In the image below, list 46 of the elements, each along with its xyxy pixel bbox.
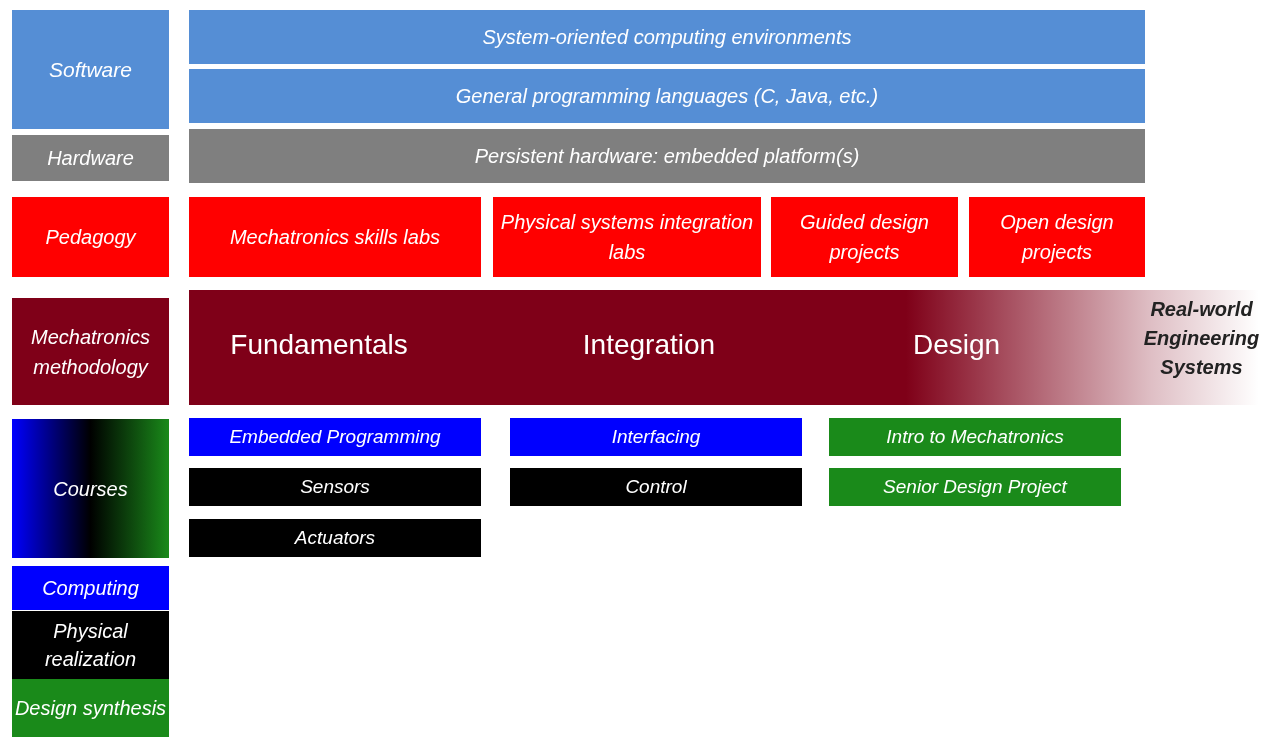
legend-text: Computing [42,576,139,601]
box-text: Physical systems integration labs [499,210,755,265]
course-box [829,468,1121,506]
box-text: Courses [52,476,129,502]
stage-label: Design [911,328,1002,362]
box-text: Persistent hardware: embedded platform(s) [473,144,861,169]
layer-bar [189,69,1145,123]
category-box [12,10,169,129]
course-box [510,418,802,456]
box-text: Interfacing [610,424,702,449]
category-box [12,298,169,405]
box-text: Guided design projects [799,210,930,265]
legend-text: Physical realization [43,619,138,672]
box-text: Control [624,474,688,499]
project-box [969,197,1145,277]
course-box [829,418,1121,456]
box-text: Hardware [46,146,135,171]
category-box [12,197,169,277]
stage-label: Integration [581,328,717,362]
box-text: System-oriented computing environments [481,25,853,50]
layer-bar [189,129,1145,183]
category-box [12,419,169,558]
box-text: Pedagogy [44,225,138,250]
lab-box [189,197,481,277]
box-text: Mechatronics methodology [30,324,151,380]
course-box [189,519,481,557]
course-box [189,468,481,506]
box-text: Software [48,56,133,83]
box-text: Senior Design Project [882,474,1069,499]
stage-label: Fundamentals [229,328,409,362]
box-text: Sensors [299,474,371,499]
box-text: Open design projects [999,210,1115,265]
box-text: General programming languages (C, Java, etc.) [454,84,880,109]
box-text: Mechatronics skills labs [228,225,442,250]
course-box [510,468,802,506]
course-box [189,418,481,456]
project-box [771,197,958,277]
side-text: Real-world Engineering Systems [1142,297,1261,380]
box-text: Embedded Programming [228,424,442,449]
legend-text: Design synthesis [14,696,167,721]
methodology-band [189,290,1259,405]
category-box [12,135,169,181]
lab-box [493,197,761,277]
layer-bar [189,10,1145,64]
box-text: Actuators [293,525,377,550]
box-text: Intro to Mechatronics [885,424,1065,449]
